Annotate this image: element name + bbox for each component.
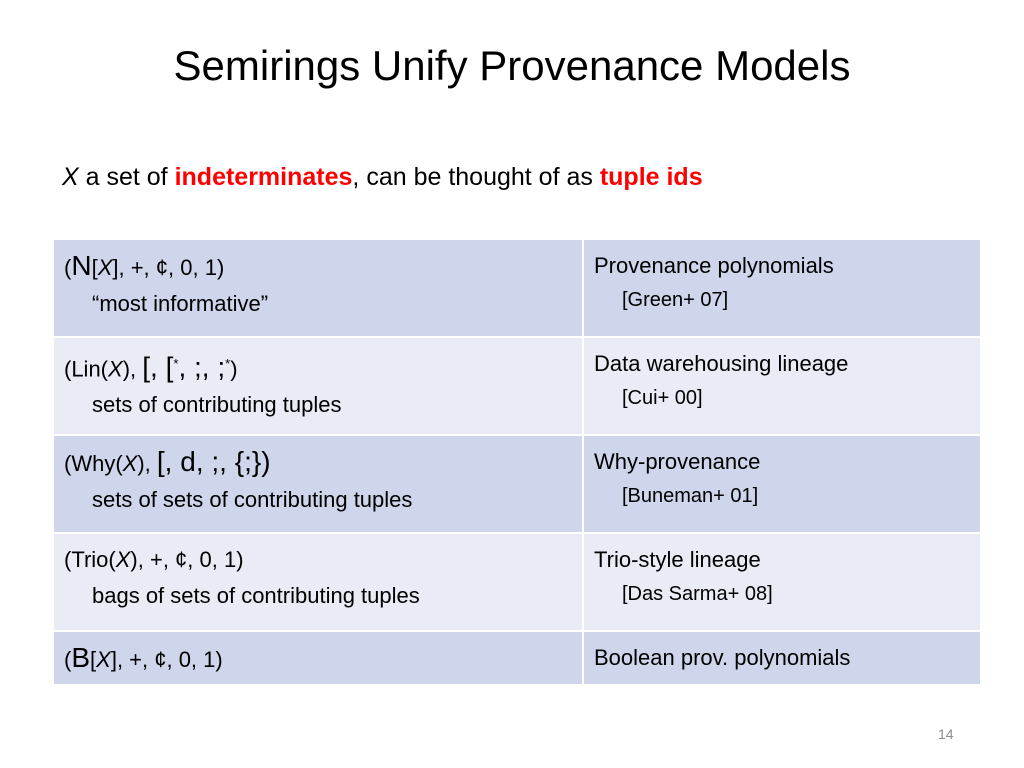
semiring-expression: (B[X], +, ¢, 0, 1) [64, 642, 223, 673]
model-citation: [Green+ 07] [622, 289, 729, 311]
table-row: (Lin(X), [, [*, ;, ;*) sets of contribut… [52, 336, 982, 436]
table-row: (B[X], +, ¢, 0, 1) Boolean prov. polynom… [52, 630, 982, 686]
model-name: Provenance polynomials [594, 253, 834, 278]
model-name: Trio-style lineage [594, 547, 761, 572]
semiring-cell: (Trio(X), +, ¢, 0, 1) bags of sets of co… [52, 532, 584, 632]
model-citation: [Das Sarma+ 08] [622, 583, 773, 605]
page-number: 14 [938, 726, 954, 742]
subtitle-emphasis-tuple-ids: tuple ids [599, 163, 703, 191]
semiring-expression: (Why(X), [, d, ;, {;}) [64, 446, 271, 477]
table-row: (Trio(X), +, ¢, 0, 1) bags of sets of co… [52, 532, 982, 632]
model-cell: Boolean prov. polynomials [582, 630, 982, 686]
semiring-description: “most informative” [92, 291, 269, 316]
model-citation: [Cui+ 00] [622, 387, 703, 409]
model-name: Boolean prov. polynomials [594, 645, 851, 670]
subtitle-text-1: a set of [78, 163, 175, 191]
table-row: (N[X], +, ¢, 0, 1) “most informative” Pr… [52, 238, 982, 338]
semiring-expression: (N[X], +, ¢, 0, 1) [64, 250, 225, 281]
natural-numbers-symbol: N [71, 250, 92, 281]
table-row: (Why(X), [, d, ;, {;}) sets of sets of c… [52, 434, 982, 534]
model-name: Why-provenance [594, 449, 761, 474]
semiring-description: sets of contributing tuples [92, 392, 342, 418]
semiring-expression: (Lin(X), [, [*, ;, ;*) [64, 351, 238, 383]
slide-subtitle: X a set of indeterminates, can be though… [62, 160, 703, 194]
semiring-cell: (Lin(X), [, [*, ;, ;*) sets of contribut… [52, 336, 584, 436]
model-name: Data warehousing lineage [594, 351, 849, 376]
semiring-description: sets of sets of contributing tuples [92, 487, 413, 512]
slide-title: Semirings Unify Provenance Models [173, 42, 851, 89]
semiring-cell: (N[X], +, ¢, 0, 1) “most informative” [52, 238, 584, 338]
semiring-description: bags of sets of contributing tuples [92, 583, 420, 608]
subtitle-variable: X [62, 163, 79, 191]
boolean-symbol: B [71, 642, 91, 673]
semiring-expression: (Trio(X), +, ¢, 0, 1) [64, 547, 244, 572]
semiring-cell: (Why(X), [, d, ;, {;}) sets of sets of c… [52, 434, 584, 534]
model-cell: Trio-style lineage [Das Sarma+ 08] [582, 532, 982, 632]
model-cell: Provenance polynomials [Green+ 07] [582, 238, 982, 338]
model-cell: Data warehousing lineage [Cui+ 00] [582, 336, 982, 436]
model-citation: [Buneman+ 01] [622, 485, 759, 507]
subtitle-emphasis-indeterminates: indeterminates [174, 163, 353, 191]
semiring-cell: (B[X], +, ¢, 0, 1) [52, 630, 584, 686]
provenance-models-table: (N[X], +, ¢, 0, 1) “most informative” Pr… [52, 238, 982, 686]
model-cell: Why-provenance [Buneman+ 01] [582, 434, 982, 534]
subtitle-text-2: , can be thought of as [352, 163, 600, 191]
